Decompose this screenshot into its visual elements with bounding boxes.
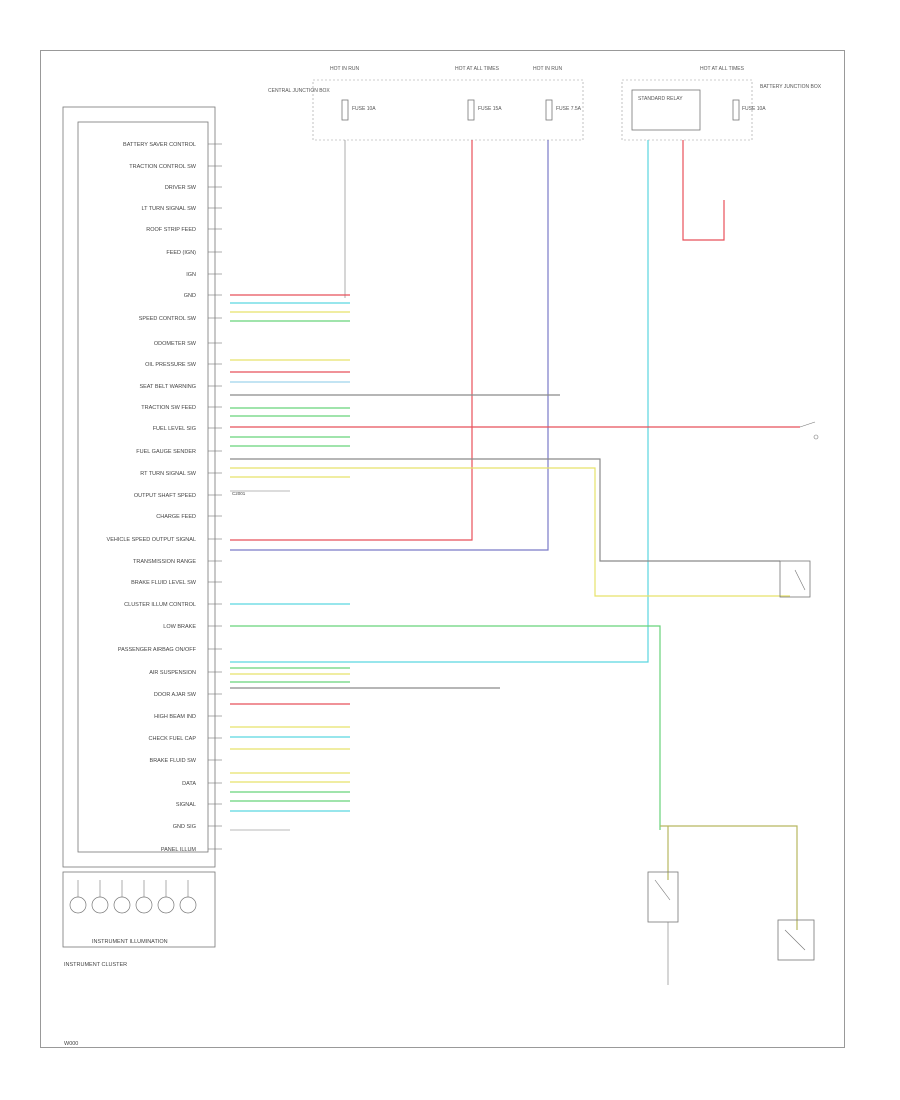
battery-fuse: FUSE 10A	[742, 106, 766, 112]
cluster-name: INSTRUMENT CLUSTER	[64, 962, 127, 968]
battery-box-outline	[621, 79, 753, 141]
cluster-row-label: AIR SUSPENSION	[149, 670, 196, 676]
cluster-row-label: CHECK FUEL CAP	[149, 736, 197, 742]
bulb-icon	[157, 896, 175, 914]
battery-junction-box: HOT AT ALL TIMES STANDARD RELAY FUSE 10A…	[621, 66, 822, 141]
cluster-row-label: FUEL GAUGE SENDER	[136, 449, 196, 455]
cluster-row-label: TRACTION SW FEED	[141, 405, 196, 411]
cluster-outline	[62, 106, 216, 868]
wire-gray-sender	[230, 458, 780, 562]
central-junction-box: CENTRAL JUNCTION BOX HOT IN RUN HOT AT A…	[268, 66, 584, 141]
cluster-row-label: SPEED CONTROL SW	[139, 316, 197, 322]
cluster-row-label: CHARGE FEED	[156, 514, 196, 520]
wire-cyan-feed	[230, 140, 649, 663]
cluster-row-label: DATA	[182, 781, 196, 787]
connector-code: C2001	[232, 491, 246, 496]
cluster-row-label: IGN	[186, 272, 196, 278]
cluster-row-label: OIL PRESSURE SW	[145, 362, 197, 368]
battery-side-note: BATTERY JUNCTION BOX	[760, 84, 822, 90]
cluster-row-label: PASSENGER AIRBAG ON/OFF	[118, 647, 197, 653]
cluster-row-label: LOW BRAKE	[163, 624, 196, 630]
instrument-cluster: BATTERY SAVER CONTROL TRACTION CONTROL SW…	[62, 106, 222, 868]
illumination-label: INSTRUMENT ILLUMINATION	[92, 939, 168, 945]
harness-wires	[230, 294, 800, 930]
cluster-row-label: BRAKE FLUID LEVEL SW	[131, 580, 197, 586]
wire-yellow-sender	[230, 467, 790, 597]
fuel-sender	[779, 560, 811, 598]
relay-box	[631, 89, 701, 131]
fuse-1: FUSE 10A	[352, 106, 376, 112]
cluster-row-label: OUTPUT SHAFT SPEED	[134, 493, 196, 499]
junction-box-label: CENTRAL JUNCTION BOX	[268, 88, 330, 94]
sensor-box	[647, 871, 679, 985]
cluster-row-label: PANEL ILLUM	[161, 847, 197, 853]
bulb-icon	[91, 896, 109, 914]
cluster-row-label: ODOMETER SW	[154, 341, 197, 347]
actuator-box	[777, 919, 815, 961]
cluster-row-label: BRAKE FLUID SW	[150, 758, 197, 764]
bulb-icon	[135, 896, 153, 914]
cluster-row-label: TRACTION CONTROL SW	[129, 164, 197, 170]
oil-pressure-switch	[799, 421, 819, 440]
cluster-row-label: SIGNAL	[176, 802, 196, 808]
cluster-row-label: GND SIG	[173, 824, 196, 830]
illumination-box	[62, 871, 216, 948]
cluster-row-label: FEED (IGN)	[166, 250, 196, 256]
relay-label: STANDARD RELAY	[638, 96, 683, 102]
cluster-row-label: GND	[184, 293, 196, 299]
diagram-frame	[40, 50, 845, 1048]
cluster-inner	[77, 121, 209, 853]
junction-box-outline	[312, 79, 584, 141]
footer-code: W000	[64, 1041, 78, 1047]
cluster-row-label: RT TURN SIGNAL SW	[140, 471, 197, 477]
wire-olive-right	[660, 825, 798, 930]
cluster-row-label: BATTERY SAVER CONTROL	[123, 142, 196, 148]
cluster-row-label: SEAT BELT WARNING	[139, 384, 196, 390]
fuse-head-3: HOT IN RUN	[533, 66, 562, 72]
bulb-icon	[113, 896, 131, 914]
bulb-icon	[69, 896, 87, 914]
wire-red-feed	[230, 140, 473, 541]
cluster-row-label: FUEL LEVEL SIG	[153, 426, 196, 432]
wire-green-down	[230, 625, 661, 830]
fuse-head-2: HOT AT ALL TIMES	[455, 66, 500, 72]
battery-box-head: HOT AT ALL TIMES	[700, 66, 745, 72]
bulb-icon	[179, 896, 197, 914]
cluster-row-label: VEHICLE SPEED OUTPUT SIGNAL	[107, 537, 196, 543]
cluster-row-label: CLUSTER ILLUM CONTROL	[124, 602, 196, 608]
cluster-row-label: LT TURN SIGNAL SW	[141, 206, 196, 212]
cluster-pin-list: BATTERY SAVER CONTROL TRACTION CONTROL SW…	[107, 142, 222, 853]
cluster-row-label: ROOF STRIP FEED	[146, 227, 196, 233]
illumination-bulbs: INSTRUMENT ILLUMINATION	[62, 871, 216, 948]
cluster-row-label: TRANSMISSION RANGE	[133, 559, 196, 565]
cluster-row-label: DRIVER SW	[165, 185, 197, 191]
cluster-row-label: HIGH BEAM IND	[154, 714, 196, 720]
feed-wires	[230, 140, 725, 663]
fuse-3: FUSE 7.5A	[556, 106, 582, 112]
fuse-2: FUSE 15A	[478, 106, 502, 112]
wire-blue-feed	[230, 140, 549, 551]
wire-red-loop	[682, 140, 725, 241]
cluster-row-label: DOOR AJAR SW	[154, 692, 197, 698]
fuse-head-1: HOT IN RUN	[330, 66, 359, 72]
